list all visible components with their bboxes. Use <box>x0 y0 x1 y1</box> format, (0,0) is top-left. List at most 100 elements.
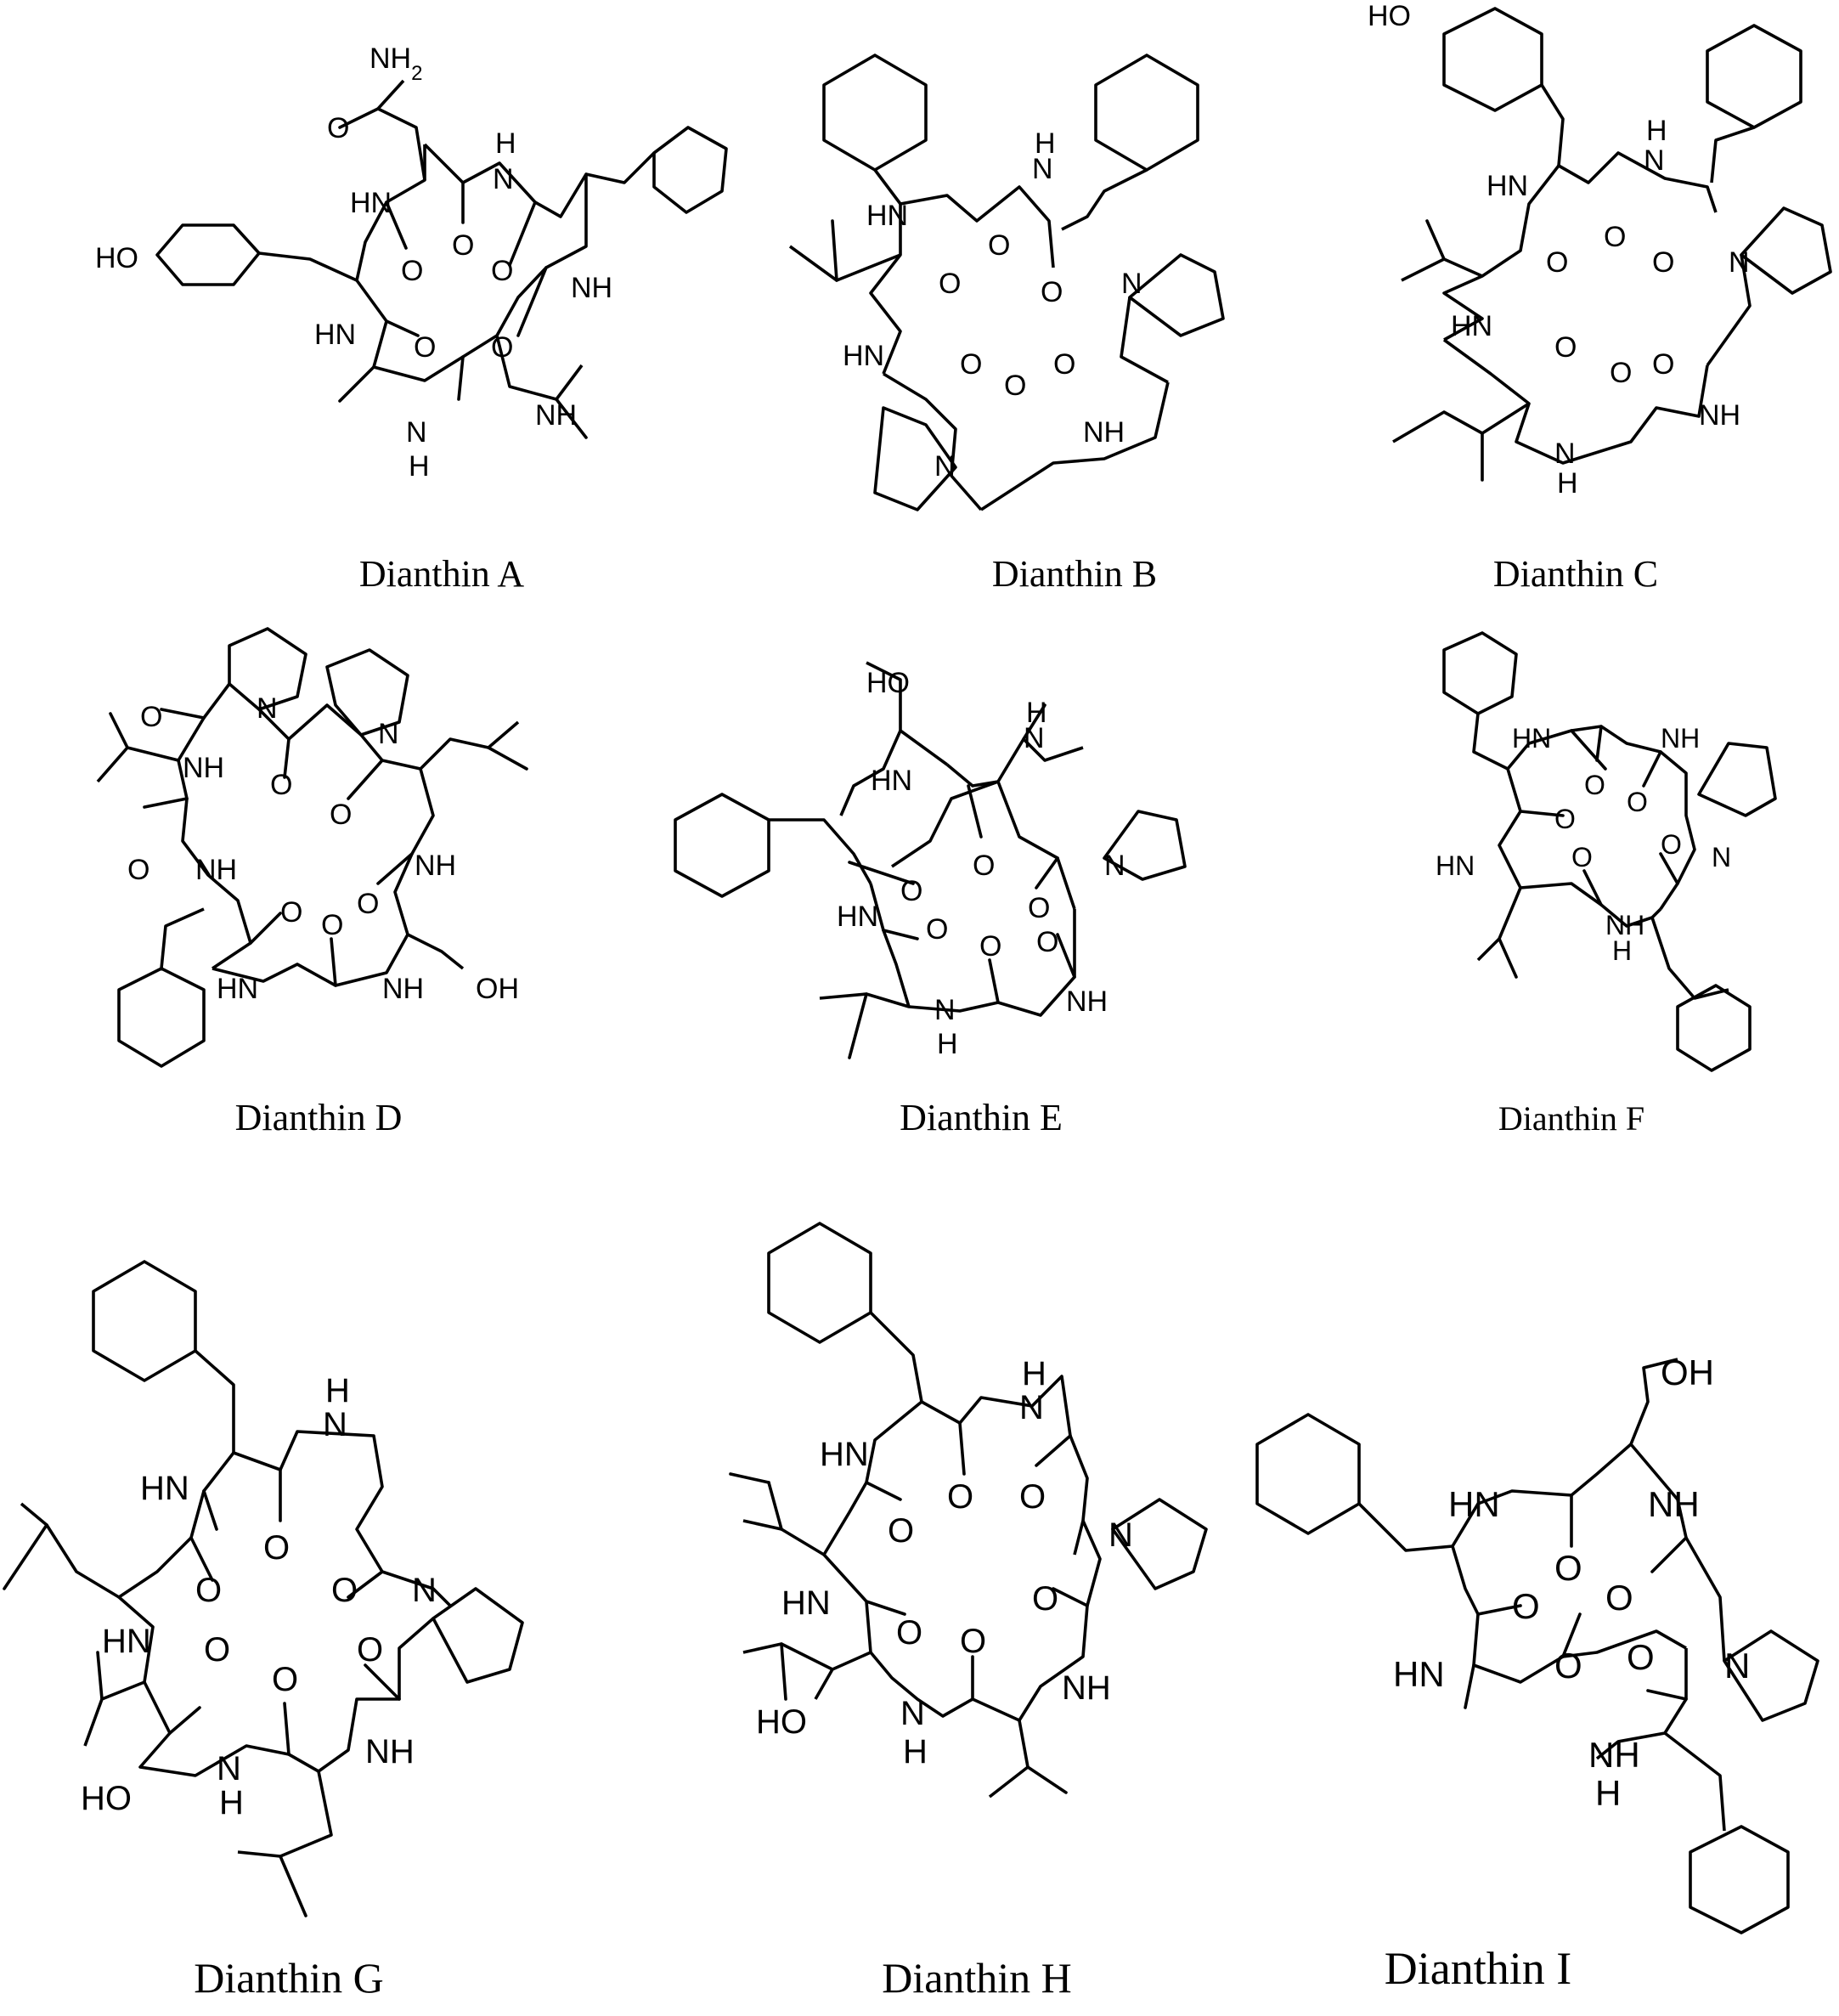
atom-label: N <box>257 692 278 725</box>
atom-label: O <box>1554 331 1577 364</box>
atom-label: HN <box>1448 1484 1500 1524</box>
atom-label: O <box>1605 1578 1633 1618</box>
atom-label: H <box>1595 1773 1621 1813</box>
atom-label: O <box>414 331 436 364</box>
atom-label: O <box>401 255 423 287</box>
atom-label: O <box>973 850 995 882</box>
atom-label: N <box>1104 850 1125 882</box>
atom-label: O <box>1554 804 1576 834</box>
atom-label: H <box>219 1784 244 1821</box>
atom-label: H <box>1026 697 1047 729</box>
atom-label: HN <box>781 1584 831 1622</box>
atom-label: O <box>280 896 302 929</box>
atom-label: N <box>1729 246 1750 279</box>
atom-label: O <box>1610 357 1632 389</box>
atom-label: HN <box>1451 310 1492 342</box>
atom-label: N <box>1121 268 1142 300</box>
dianthin-h-structure: N H HN O O O N HN O O O NH HO N H Dianth… <box>729 1222 1208 2002</box>
caption-dianthin-d: Dianthin D <box>235 1097 403 1138</box>
atom-label: O <box>1604 221 1626 253</box>
atom-label: HN <box>1486 170 1528 202</box>
atom-label: H <box>1557 467 1578 500</box>
atom-label: NH <box>571 272 612 304</box>
atom-label: HO <box>81 1780 132 1817</box>
dianthin-g-structure: N H HN O O O N HN O O O NH HO N H Dianth… <box>3 1260 524 2002</box>
atom-label: HN <box>314 319 356 351</box>
dianthin-d-structure: O N NH O N O O NH NH O O O HN NH OH Dian… <box>96 627 528 1138</box>
dianthin-i-structure: OH HN NH O O O HN O O N NH H Dianthin I <box>1255 1352 1819 1994</box>
atom-label: NH <box>1066 985 1108 1018</box>
atom-label: O <box>357 1631 383 1669</box>
atom-label: O <box>1032 1580 1058 1618</box>
atom-label: O <box>452 229 474 262</box>
atom-label: H <box>409 450 430 483</box>
atom-label: O <box>1571 842 1593 872</box>
dianthin-a-structure: NH2 O HN N H O O O NH HO HN O O NH N H D… <box>95 42 728 595</box>
atom-label: O <box>1036 926 1058 958</box>
atom-label: HN <box>102 1623 151 1660</box>
atom-label: N <box>1108 1516 1133 1554</box>
atom-label: HO <box>1368 0 1411 32</box>
atom-label: O <box>888 1512 914 1550</box>
atom-label: N <box>1019 1389 1044 1426</box>
atom-label: O <box>1041 276 1063 308</box>
atom-label: O <box>1652 246 1674 279</box>
caption-dianthin-g: Dianthin G <box>194 1954 384 2002</box>
atom-label: O <box>330 799 352 831</box>
atom-label: O <box>204 1631 230 1669</box>
atom-label: O <box>1004 370 1026 402</box>
atom-label: NH <box>382 973 424 1005</box>
atom-label: O <box>1652 348 1674 381</box>
atom-label: H <box>495 127 516 160</box>
atom-label: HN <box>866 200 908 232</box>
atom-label: NH <box>1699 399 1740 432</box>
atom-label: HN <box>837 901 878 933</box>
atom-label: NH <box>415 850 456 882</box>
atom-label: H <box>1612 935 1632 966</box>
atom-label: N <box>1712 842 1731 872</box>
atom-label: O <box>1627 787 1648 817</box>
atom-label: OH <box>1661 1352 1714 1392</box>
dianthin-c-structure: HO HN N H O O O N HN O O O NH N H Dianth… <box>1368 0 1832 595</box>
atom-label: N <box>1554 438 1576 470</box>
atom-label: NH <box>1588 1735 1640 1775</box>
atom-label: O <box>1028 892 1050 924</box>
atom-label: H <box>1035 127 1056 160</box>
atom-label: NH <box>183 752 224 784</box>
caption-dianthin-c: Dianthin C <box>1493 553 1658 595</box>
caption-dianthin-h: Dianthin H <box>882 1954 1072 2002</box>
atom-label: NH <box>535 399 577 432</box>
atom-label: O <box>1661 829 1682 860</box>
atom-label: N <box>1644 144 1665 177</box>
atom-label: HO <box>756 1703 807 1741</box>
atom-label: O <box>960 1623 986 1660</box>
caption-dianthin-b: Dianthin B <box>992 553 1157 595</box>
atom-label: NH <box>1661 723 1700 754</box>
atom-label: O <box>979 930 1001 963</box>
atom-label: O <box>926 913 948 946</box>
atom-label: NH2 <box>369 42 422 85</box>
dianthin-b-structure: HN N H O O O N HN O O O NH N Dianthin B <box>788 54 1225 595</box>
atom-label: NH <box>1083 416 1125 449</box>
atom-label: N <box>217 1750 241 1787</box>
atom-label: HN <box>217 973 258 1005</box>
atom-label: N <box>493 163 514 195</box>
caption-dianthin-f: Dianthin F <box>1498 1099 1644 1138</box>
atom-label: O <box>321 909 343 941</box>
atom-label: O <box>1554 1548 1582 1588</box>
atom-label: O <box>270 769 292 801</box>
atom-label: HN <box>140 1470 189 1507</box>
atom-label: HN <box>843 340 884 372</box>
atom-label: HN <box>1436 850 1475 881</box>
atom-label: NH <box>1648 1484 1700 1524</box>
atom-label: NH <box>1605 910 1644 940</box>
atom-label: O <box>896 1614 922 1652</box>
atom-label: O <box>331 1572 358 1609</box>
atom-label: H <box>903 1733 928 1770</box>
atom-label: O <box>900 875 922 907</box>
dianthin-e-structure: HO N H HN O O O N HN O O O NH N H Dianth… <box>674 661 1187 1138</box>
atom-label: O <box>127 854 149 886</box>
atom-label: O <box>1546 246 1568 279</box>
atom-label: HN <box>1512 723 1551 754</box>
